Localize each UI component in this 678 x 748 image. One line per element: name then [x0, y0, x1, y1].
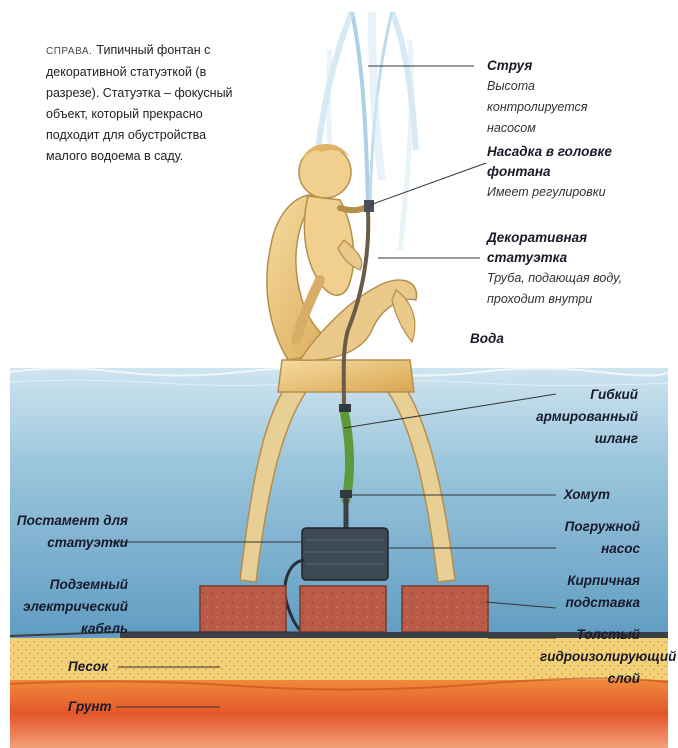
label-pump: Погружной насос — [564, 519, 640, 556]
label-water: Вода — [470, 331, 504, 346]
waterproof-liner — [120, 632, 668, 638]
jet-note: Высота контролируется насосом — [487, 79, 588, 135]
label-clamp: Хомут — [563, 487, 610, 502]
brick-left — [199, 585, 287, 633]
submersible-pump — [301, 527, 389, 581]
label-liner: Толстый гидроизолирующий слой — [540, 627, 677, 686]
label-jet: Струя Высота контролируется насосом — [487, 56, 637, 139]
brick-right — [401, 585, 489, 633]
sand-layer — [10, 638, 668, 682]
jet-title: Струя — [487, 58, 533, 73]
label-pedestal: Постамент для статуэтки — [16, 513, 128, 550]
label-bricks: Кирпичная подставка — [565, 573, 640, 610]
label-nozzle: Насадка в головке фонтана Имеет регулиро… — [487, 142, 647, 203]
label-cable: Подземный электрический кабель — [23, 577, 128, 636]
statue-pedestal — [239, 359, 456, 583]
brick-supports — [199, 585, 489, 633]
figure-caption: СПРАВА.Типичный фонтан с декоративной ст… — [46, 40, 236, 167]
pump-ridges — [306, 539, 384, 565]
hose-clamp — [340, 490, 352, 498]
statue-note: Труба, подающая воду, проходит внутри — [487, 271, 623, 306]
caption-lead: СПРАВА. — [46, 46, 93, 57]
water-pipe — [341, 209, 371, 411]
label-sand: Песок — [68, 659, 108, 674]
soil-layer — [10, 680, 668, 748]
liner-edge — [9, 631, 121, 637]
leader-lines — [110, 65, 557, 708]
statue-title: Декоративная статуэтка — [487, 230, 588, 265]
hose-top-clamp — [339, 404, 351, 412]
caption-text: Типичный фонтан с декоративной статуэтко… — [46, 43, 233, 163]
brick-center — [299, 585, 387, 633]
label-soil: Грунт — [68, 699, 112, 714]
nozzle — [364, 200, 374, 212]
nozzle-note: Имеет регулировки — [487, 185, 606, 199]
label-hose: Гибкий армированный шланг — [536, 387, 638, 446]
nozzle-title: Насадка в головке фонтана — [487, 144, 612, 179]
decorative-statue — [266, 143, 418, 361]
label-statue: Декоративная статуэтка Труба, подающая в… — [487, 228, 647, 310]
